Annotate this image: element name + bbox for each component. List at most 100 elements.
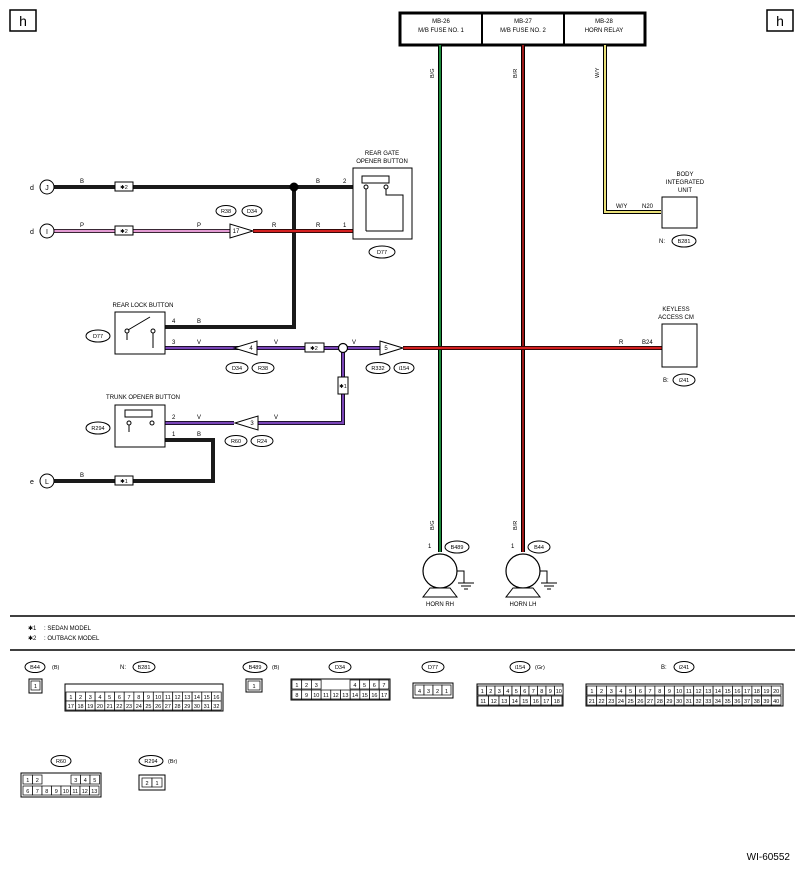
i241-pin-number: 15 — [725, 689, 731, 695]
joint-3: 3 R60 R24 — [224, 415, 274, 447]
svg-text:P: P — [197, 223, 201, 229]
i241-housing — [585, 683, 784, 707]
i241-pin-number: 14 — [715, 689, 721, 695]
i154-pin-number: 1 — [481, 689, 484, 695]
d34-pin-number: 11 — [323, 693, 329, 699]
i241-pin-number: 7 — [649, 689, 652, 695]
i241-pin-number: 37 — [744, 699, 750, 705]
star-box-b1: ✱2 — [114, 181, 134, 192]
svg-text:D77: D77 — [377, 250, 387, 256]
svg-text:N:: N: — [120, 665, 126, 671]
i241-pin-number: 1 — [590, 689, 593, 695]
i241-pin-number: 31 — [686, 699, 692, 705]
d34-pin-number: 3 — [315, 683, 318, 689]
svg-text:✱1: ✱1 — [339, 383, 347, 390]
d34-pin-number: 1 — [295, 683, 298, 689]
keyless-access-cm: KEYLESS ACCESS CM B24 B: i241 — [642, 307, 698, 387]
i241-pin-number: 5 — [629, 689, 632, 695]
d34-pin-number: 10 — [313, 693, 319, 699]
joint-17: 17 R38 D34 — [215, 205, 263, 239]
svg-text:R38: R38 — [221, 209, 231, 215]
horn-lh: 1 B44 HORN LH — [504, 540, 557, 608]
i241-pin-cell — [770, 695, 782, 706]
svg-text:W/Y: W/Y — [595, 67, 601, 78]
conn-ref-j: J d — [30, 179, 55, 195]
b281-pin-number: 13 — [184, 695, 190, 701]
d34-r1b-pin-number: 5 — [363, 683, 366, 689]
svg-text:✱2: ✱2 — [120, 184, 128, 191]
b489-pin-number: 1 — [252, 684, 255, 690]
i241-pin-number: 40 — [773, 699, 779, 705]
i241-pin-number: 27 — [647, 699, 653, 705]
i241-pin-number: 36 — [734, 699, 740, 705]
svg-text:2: 2 — [343, 179, 347, 185]
svg-text:(B): (B) — [272, 665, 280, 671]
star-box-v-vertical: ✱1 — [337, 376, 349, 395]
svg-text:I: I — [46, 229, 48, 236]
b281-pin-number: 22 — [116, 704, 122, 710]
b281-pin-number: 18 — [77, 704, 83, 710]
figure-id: WI-60552 — [747, 852, 791, 863]
svg-text:2: 2 — [172, 415, 176, 421]
d34-pin-number: 8 — [295, 693, 298, 699]
b281-pin-number: 9 — [147, 695, 150, 701]
svg-text:i241: i241 — [679, 665, 689, 671]
d34-r1b-pin-number: 6 — [373, 683, 376, 689]
d77-pin-number: 2 — [436, 689, 439, 695]
b281-housing — [64, 683, 224, 712]
b44-housing — [28, 678, 43, 694]
b281-pin-number: 30 — [194, 704, 200, 710]
svg-text:REAR GATE: REAR GATE — [365, 151, 399, 157]
svg-text:J: J — [45, 185, 49, 192]
svg-text:HORN LH: HORN LH — [509, 602, 536, 608]
d34-r1b-pin-number: 7 — [382, 683, 385, 689]
svg-text:✱2: ✱2 — [120, 228, 128, 235]
d34-pin-cell — [311, 679, 322, 690]
i154-pin-number: 7 — [532, 689, 535, 695]
svg-text:N20: N20 — [642, 204, 654, 210]
i154-pin-number: 9 — [549, 689, 552, 695]
i241-pin-number: 28 — [657, 699, 663, 705]
i241-pin-number: 24 — [618, 699, 624, 705]
svg-text:R: R — [316, 223, 321, 229]
svg-text:1: 1 — [172, 432, 176, 438]
r60-pin-number: 6 — [26, 789, 29, 795]
svg-text:R24: R24 — [257, 439, 267, 445]
i241-pin-number: 4 — [619, 689, 622, 695]
svg-text:✱1: ✱1 — [120, 478, 128, 485]
d34-pin-number: 13 — [342, 693, 348, 699]
i241-pin-number: 33 — [705, 699, 711, 705]
svg-text:B: B — [80, 473, 84, 479]
r60-pin-number: 9 — [55, 789, 58, 795]
b281-pin-number: 4 — [98, 695, 101, 701]
b281-pin-number: 2 — [79, 695, 82, 701]
i154-pin-number: 11 — [480, 699, 486, 705]
svg-text:i154: i154 — [515, 665, 525, 671]
svg-text:R: R — [619, 340, 624, 346]
b281-pin-number: 3 — [89, 695, 92, 701]
svg-text:5: 5 — [384, 346, 388, 352]
d34-pin-number: 17 — [381, 693, 387, 699]
svg-text:1: 1 — [511, 544, 515, 550]
i154-pin-number: 5 — [515, 689, 518, 695]
svg-text:B: B — [80, 179, 84, 185]
d34-r1b-pin-number: 4 — [353, 683, 356, 689]
b281-pin-number: 17 — [68, 704, 74, 710]
i241-pin-number: 19 — [763, 689, 769, 695]
i154-pin-number: 16 — [533, 699, 539, 705]
d34-pin-cell — [378, 689, 390, 700]
svg-text:B/R: B/R — [513, 521, 519, 530]
svg-text:KEYLESS: KEYLESS — [662, 307, 689, 313]
svg-text:REAR LOCK BUTTON: REAR LOCK BUTTON — [113, 303, 174, 309]
svg-text:B/G: B/G — [430, 69, 436, 78]
svg-text:D77: D77 — [93, 334, 103, 340]
svg-text:N:: N: — [659, 239, 665, 245]
d77-pin-number: 1 — [445, 689, 448, 695]
i241-pin-number: 18 — [754, 689, 760, 695]
svg-text:D77: D77 — [428, 665, 438, 671]
svg-text:B44: B44 — [30, 665, 40, 671]
star-box-b2: ✱1 — [114, 475, 134, 486]
i154-pin-number: 3 — [498, 689, 501, 695]
i241-pin-number: 26 — [637, 699, 643, 705]
